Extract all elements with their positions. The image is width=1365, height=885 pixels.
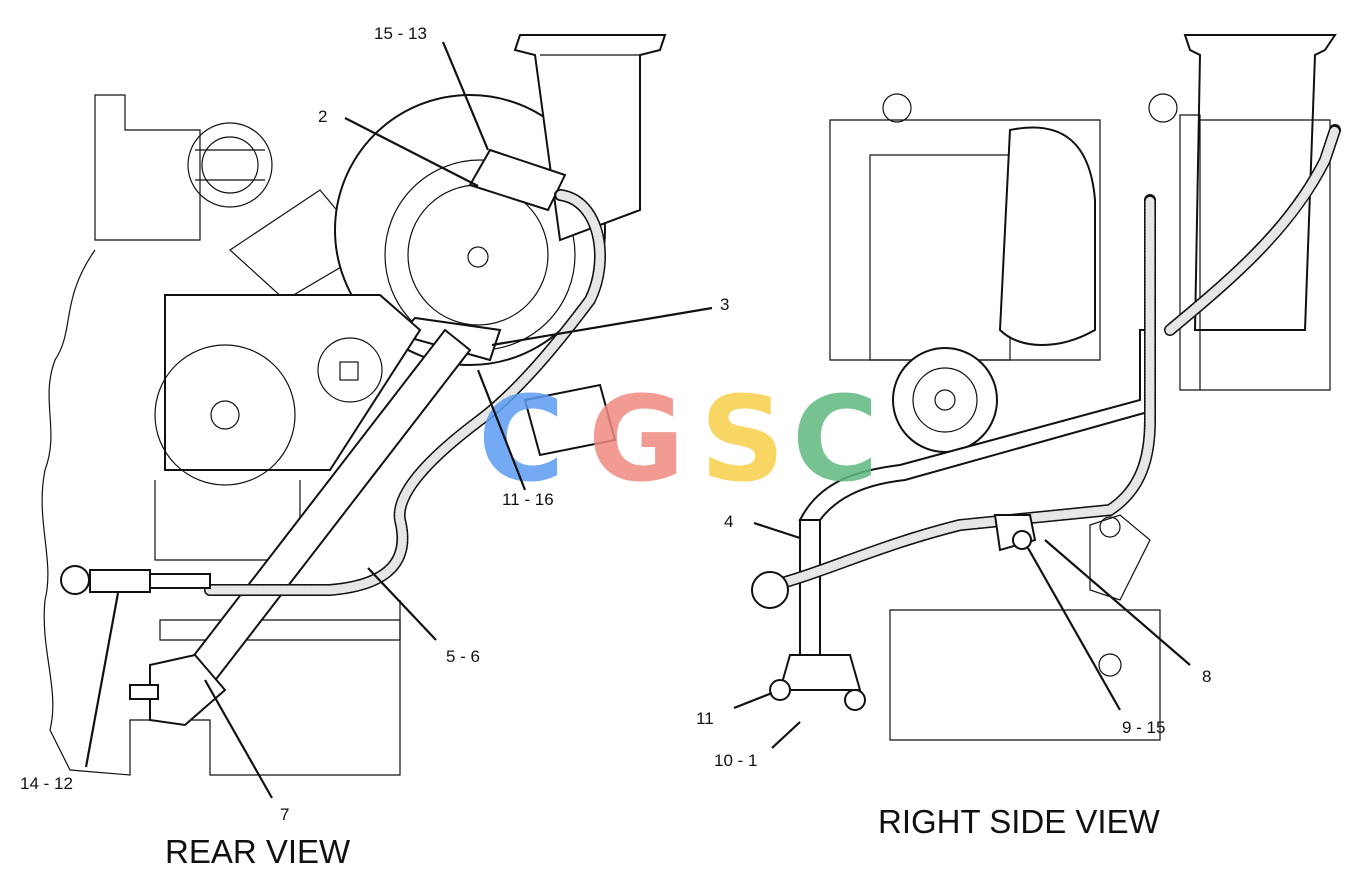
- watermark: C G S C: [478, 370, 879, 508]
- watermark-letter-c1: C: [478, 370, 565, 508]
- callout-14-12: 14 - 12: [20, 774, 73, 793]
- callout-4: 4: [724, 512, 733, 531]
- callout-11-16: 11 - 16: [502, 490, 554, 509]
- callout-labels: 15 - 13 2 3 11 - 16 5 - 6 14 - 12 7 4 11…: [20, 24, 1211, 824]
- callout-9-15: 9 - 15: [1122, 718, 1165, 737]
- right-side-view-drawing: [751, 34, 1341, 741]
- callout-3: 3: [720, 295, 729, 314]
- callout-8: 8: [1202, 667, 1211, 686]
- callout-11: 11: [696, 709, 714, 728]
- watermark-letter-g: G: [588, 370, 685, 508]
- rear-view-drawing: [41, 34, 667, 776]
- right-side-view-title: RIGHT SIDE VIEW: [878, 803, 1161, 840]
- callout-15-13: 15 - 13: [374, 24, 427, 43]
- leader-lines: [84, 41, 1191, 799]
- callout-7: 7: [280, 805, 289, 824]
- watermark-letter-c2: C: [792, 370, 879, 508]
- watermark-letter-s: S: [700, 370, 785, 508]
- callout-10-1: 10 - 1: [714, 751, 757, 770]
- callout-5-6: 5 - 6: [446, 647, 480, 666]
- rear-view-title: REAR VIEW: [165, 833, 351, 870]
- callout-2: 2: [318, 107, 327, 126]
